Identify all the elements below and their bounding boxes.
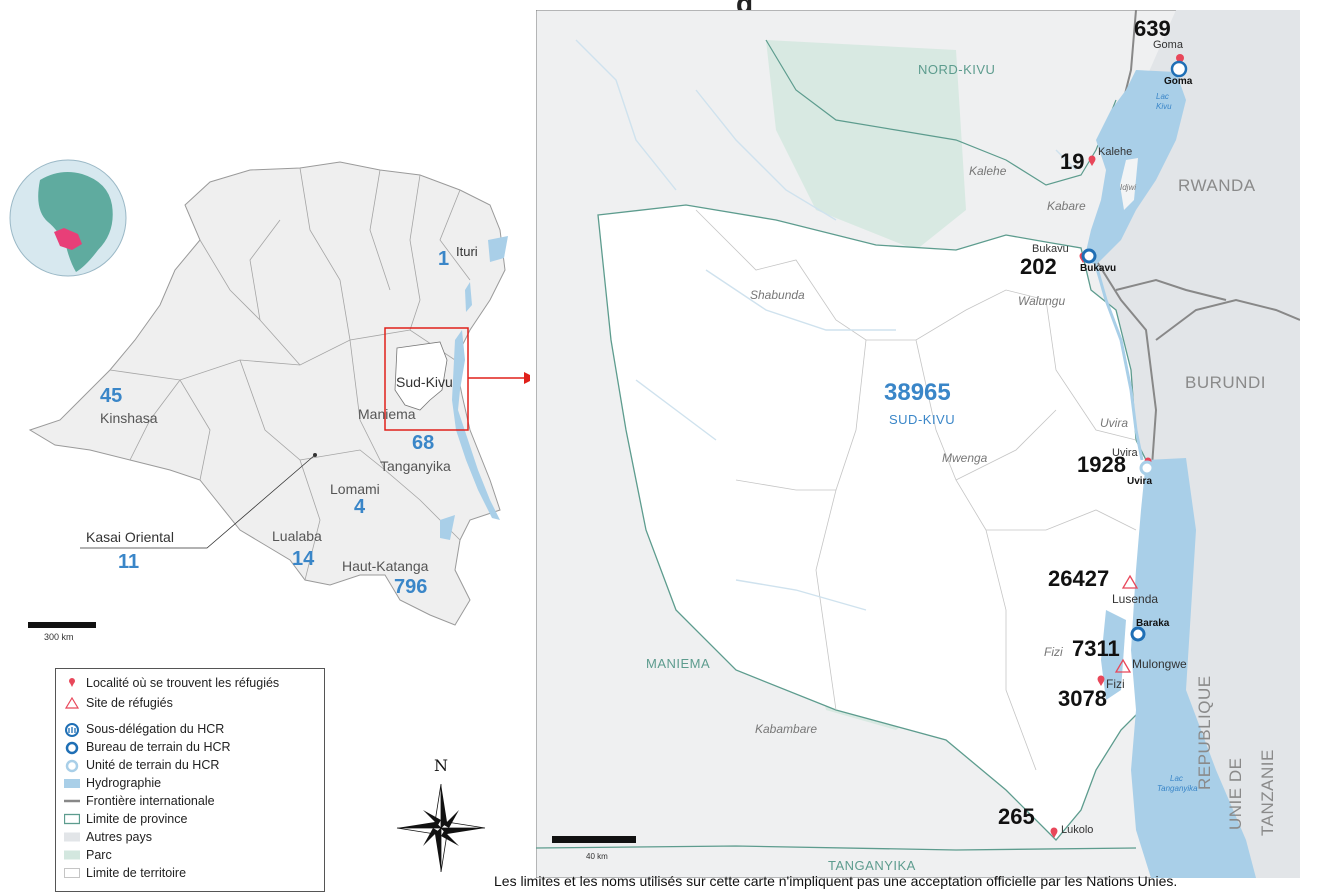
compass-north-label: N — [434, 756, 448, 775]
scale-left-label: 300 km — [44, 632, 74, 642]
territory-mwenga: Mwenga — [942, 451, 988, 465]
rwanda-label: RWANDA — [1178, 176, 1256, 195]
tanzanie-line1: REPUBLIQUE — [1195, 675, 1214, 790]
kinshasa-count: 45 — [100, 385, 123, 407]
fizi-count: 3078 — [1058, 686, 1107, 711]
baraka-count: 7311 — [1072, 636, 1120, 661]
legend-site: Site de réfugiés — [64, 695, 173, 711]
sud-kivu-name: SUD-KIVU — [889, 412, 956, 427]
lomami-label: Lomami — [330, 481, 380, 497]
tanzanie-line3: TANZANIE — [1258, 749, 1277, 836]
mulongwe-label: Mulongwe — [1132, 657, 1187, 671]
fizi-label: Fizi — [1106, 677, 1125, 691]
lusenda-label: Lusenda — [1112, 592, 1159, 606]
park-swatch-icon — [64, 849, 80, 861]
kalehe-label: Kalehe — [1098, 146, 1133, 158]
lake-tanganyika-label-1: Lac — [1170, 774, 1183, 783]
legend-sub-delegation: Sous-délégation du HCR — [64, 721, 224, 737]
territory-uvira: Uvira — [1100, 416, 1129, 430]
detail-map — [536, 10, 1300, 878]
uvira-label: Uvira — [1112, 447, 1138, 459]
territory-shabunda: Shabunda — [750, 288, 805, 302]
idjwi-label: Idjwi — [1120, 183, 1137, 192]
hcr-field-office-icon — [64, 741, 80, 755]
other-country-swatch-icon — [64, 831, 80, 843]
legend-hydrography: Hydrographie — [64, 775, 161, 791]
baraka-label: Baraka — [1136, 618, 1170, 629]
kinshasa-label: Kinshasa — [100, 410, 158, 426]
goma-office-label: Goma — [1164, 76, 1193, 87]
kasai-oriental-label: Kasai Oriental — [86, 529, 174, 545]
map-legend: Localité où se trouvent les réfugiés Sit… — [55, 668, 325, 892]
uvira-count: 1928 — [1077, 452, 1126, 477]
haut-katanga-count: 796 — [394, 576, 428, 598]
border-line-icon — [64, 795, 80, 807]
bukavu-count: 202 — [1020, 254, 1057, 279]
overview-map — [9, 159, 530, 628]
kalehe-count: 19 — [1060, 149, 1085, 174]
bukavu-label: Bukavu — [1032, 243, 1069, 255]
territory-kabambare: Kabambare — [755, 722, 818, 736]
lukolo-label: Lukolo — [1061, 824, 1094, 836]
tanganyika-label: Tanganyika — [380, 458, 451, 474]
legend-province-limit: Limite de province — [63, 811, 187, 827]
compass-icon — [396, 783, 486, 873]
uvira-office-label: Uvira — [1127, 476, 1153, 487]
territory-swatch-icon — [64, 867, 80, 879]
lomami-count: 4 — [354, 496, 366, 518]
globe-icon — [9, 159, 127, 277]
legend-international-border: Frontière internationale — [64, 793, 215, 809]
kasai-oriental-count: 11 — [118, 551, 140, 573]
legend-park: Parc — [64, 847, 112, 863]
ituri-count: 1 — [438, 248, 450, 270]
hcr-field-unit-icon — [64, 759, 80, 773]
triangle-icon — [64, 696, 80, 709]
maniema-label: Maniema — [358, 406, 416, 422]
maniema-detail-label: MANIEMA — [646, 656, 711, 671]
territory-fizi: Fizi — [1044, 645, 1063, 659]
lake-tanganyika-label-2: Tanganyika — [1157, 784, 1198, 793]
territory-kalehe: Kalehe — [969, 164, 1007, 178]
lake-kivu-label-1: Lac — [1156, 92, 1169, 101]
sud-kivu-highlight — [384, 327, 469, 431]
hcr-sub-delegation-icon — [64, 723, 80, 737]
territory-walungu: Walungu — [1018, 294, 1066, 308]
lake-kivu-label-2: Kivu — [1156, 102, 1172, 111]
legend-field-office: Bureau de terrain du HCR — [64, 739, 231, 755]
locality-pin-icon — [64, 677, 80, 689]
territory-kabare: Kabare — [1047, 199, 1086, 213]
lualaba-label: Lualaba — [272, 528, 322, 544]
legend-other-countries: Autres pays — [64, 829, 152, 845]
bukavu-office-label: Bukavu — [1080, 263, 1117, 274]
haut-katanga-label: Haut-Katanga — [342, 558, 429, 574]
goma-label: Goma — [1153, 39, 1183, 51]
sud-kivu-count: 38965 — [884, 379, 951, 406]
legend-field-unit: Unité de terrain du HCR — [64, 757, 219, 773]
scale-right-label: 40 km — [586, 852, 608, 861]
sud-kivu-label: Sud-Kivu — [396, 374, 453, 390]
legend-territory-limit: Limite de territoire — [64, 865, 186, 881]
goma-count: 639 — [1134, 16, 1171, 41]
lualaba-count: 14 — [292, 548, 315, 570]
lusenda-count: 26427 — [1048, 566, 1110, 591]
nord-kivu-label: NORD-KIVU — [918, 62, 996, 77]
province-swatch-icon — [63, 813, 81, 825]
ituri-label: Ituri — [456, 244, 478, 259]
tanzanie-line2: UNIE DE — [1226, 757, 1245, 830]
water-swatch-icon — [64, 777, 80, 789]
tanganyika-detail-label: TANGANYIKA — [828, 858, 916, 873]
refugee-site-markers — [1114, 574, 1139, 673]
legend-locality: Localité où se trouvent les réfugiés — [64, 675, 279, 691]
maniema-count: 68 — [412, 432, 435, 454]
lukolo-count: 265 — [998, 804, 1035, 829]
hcr-office-markers — [1081, 60, 1188, 642]
disclaimer-text: Les limites et les noms utilisés sur cet… — [494, 873, 1178, 889]
burundi-label: BURUNDI — [1185, 373, 1266, 392]
